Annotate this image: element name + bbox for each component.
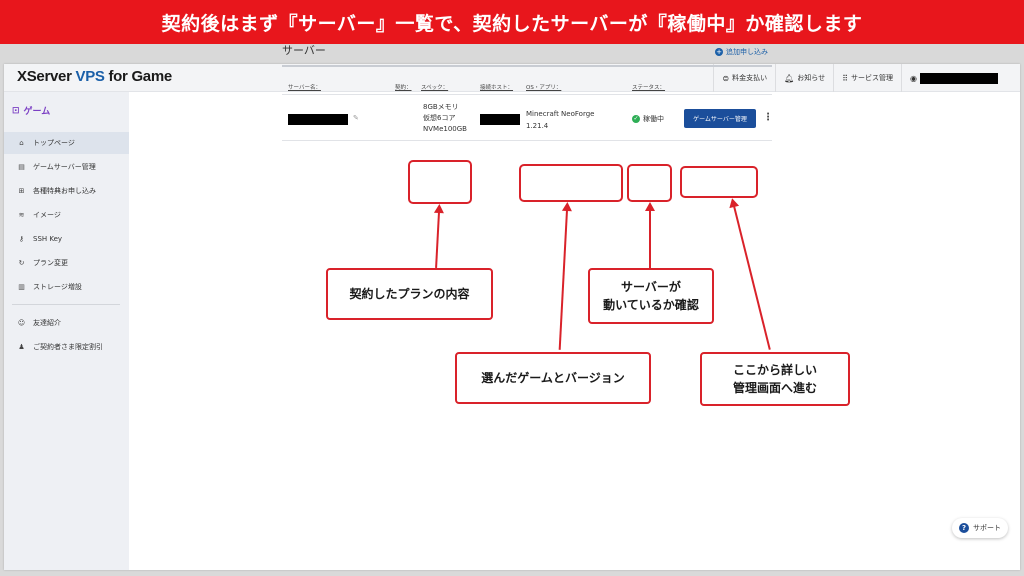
support-label: サポート xyxy=(973,524,1001,532)
home-icon: ⌂ xyxy=(19,139,24,147)
sidebar-item-label: プラン変更 xyxy=(33,259,68,267)
nav-notice-label: お知らせ xyxy=(797,74,826,82)
callout-status: サーバーが 動いているか確認 xyxy=(588,268,714,324)
more-options-icon[interactable]: ⋮ xyxy=(763,112,773,123)
grid-icon: ⠿ xyxy=(842,73,849,83)
spec-disk: NVMe100GB xyxy=(423,125,467,133)
spec-memory: 8GBメモリ xyxy=(423,103,459,111)
sidebar-item-label: 友達紹介 xyxy=(33,319,61,327)
account-name-redacted xyxy=(920,72,998,84)
title-underline xyxy=(282,65,772,67)
column-header-host[interactable]: 接続ホスト： xyxy=(480,85,514,91)
sidebar-divider xyxy=(12,304,120,305)
server-icon: ▤ xyxy=(18,163,25,171)
plus-icon: + xyxy=(715,48,723,56)
sidebar-item-label: トップページ xyxy=(33,139,75,147)
app-logo[interactable]: XServer VPS for Game xyxy=(17,68,172,85)
sidebar-item-game-server[interactable]: ▤ ゲームサーバー管理 xyxy=(4,156,129,178)
pencil-icon[interactable]: ✎ xyxy=(353,114,359,122)
storage-icon: ▥ xyxy=(18,283,25,291)
logo-main: XServer xyxy=(17,68,76,85)
sidebar-header-label: ゲーム xyxy=(23,107,51,117)
os-app-cell: Minecraft NeoForge 1.21.4 xyxy=(526,110,595,130)
logo-vps: VPS xyxy=(75,68,105,85)
sidebar-item-label: ストレージ増設 xyxy=(33,283,82,291)
column-header-spec[interactable]: スペック： xyxy=(421,85,449,91)
layers-icon: ≋ xyxy=(18,211,25,219)
gift-icon: ⊞ xyxy=(18,187,25,195)
highlight-manage-button xyxy=(680,166,758,198)
person-icon: ☺ xyxy=(17,319,26,327)
highlight-os-app xyxy=(519,164,623,202)
sidebar-item-label: SSH Key xyxy=(33,235,63,243)
sidebar-item-plan-change[interactable]: ↻ プラン変更 xyxy=(4,252,129,274)
add-application-label: 追加申し込み xyxy=(726,48,768,56)
host-redacted xyxy=(480,114,520,125)
sidebar-header[interactable]: ⊡ゲーム xyxy=(12,104,51,118)
highlight-spec xyxy=(408,160,472,204)
column-header-contract[interactable]: 契約： xyxy=(395,85,412,91)
spec-cpu: 仮想6コア xyxy=(423,114,456,122)
key-icon: ⚷ xyxy=(18,235,25,243)
nav-account[interactable]: ◉ xyxy=(901,64,1006,92)
sidebar-item-label: ご契約者さま限定割引 xyxy=(33,343,103,351)
gamepad-icon: ⊡ xyxy=(12,105,20,116)
add-application-link[interactable]: +追加申し込み xyxy=(715,47,768,57)
banner-title: 契約後はまず『サーバー』一覧で、契約したサーバーが『稼働中』か確認します xyxy=(0,0,1024,44)
bell-icon: 🔔︎ xyxy=(784,73,795,83)
table-row-divider xyxy=(282,94,772,95)
refresh-icon: ↻ xyxy=(18,259,25,267)
sidebar-item-image[interactable]: ≋ イメージ xyxy=(4,204,129,226)
status-badge: ✓稼働中 xyxy=(632,114,664,124)
sidebar-item-label: 各種特典お申し込み xyxy=(33,187,96,195)
sidebar-item-ssh-key[interactable]: ⚷ SSH Key xyxy=(4,228,129,250)
callout-status-line2: 動いているか確認 xyxy=(603,298,699,312)
sidebar-item-top[interactable]: ⌂ トップページ xyxy=(4,132,129,154)
table-row-divider xyxy=(282,140,772,141)
game-server-manage-button[interactable]: ゲームサーバー管理 xyxy=(684,109,756,128)
spec-cell: 8GBメモリ 仮想6コア NVMe100GB xyxy=(423,102,467,135)
top-bar: XServer VPS for Game ⊜料金支払い 🔔︎お知らせ ⠿サービス… xyxy=(4,64,1020,92)
column-header-server-name[interactable]: サーバー名： xyxy=(288,85,321,91)
sidebar-item-label: イメージ xyxy=(33,211,61,219)
question-icon: ? xyxy=(959,523,969,533)
server-panel: サーバー +追加申し込み サーバー名： 契約： スペック： 接続ホスト： OS・… xyxy=(282,42,773,141)
person-badge-icon: ♟ xyxy=(18,343,25,351)
top-nav: ⊜料金支払い 🔔︎お知らせ ⠿サービス管理 ◉ xyxy=(713,64,1006,92)
app-window: XServer VPS for Game ⊜料金支払い 🔔︎お知らせ ⠿サービス… xyxy=(4,64,1020,570)
logo-tail: for Game xyxy=(104,68,172,85)
page-title: サーバー xyxy=(282,44,326,57)
nav-service-label: サービス管理 xyxy=(851,74,894,82)
callout-manage: ここから詳しい 管理画面へ進む xyxy=(700,352,850,406)
callout-manage-line1: ここから詳しい xyxy=(732,363,817,377)
nav-payment-label: 料金支払い xyxy=(732,74,768,82)
nav-notice[interactable]: 🔔︎お知らせ xyxy=(775,64,833,92)
callout-game: 選んだゲームとバージョン xyxy=(455,352,651,404)
support-button[interactable]: ? サポート xyxy=(952,518,1008,538)
sidebar-item-referral[interactable]: ☺ 友達紹介 xyxy=(4,312,129,334)
sidebar-item-label: ゲームサーバー管理 xyxy=(33,163,96,171)
server-name-redacted xyxy=(288,114,348,125)
sidebar-item-benefits[interactable]: ⊞ 各種特典お申し込み xyxy=(4,180,129,202)
column-header-os-app[interactable]: OS・アプリ： xyxy=(526,85,562,91)
sidebar: ⊡ゲーム ⌂ トップページ ▤ ゲームサーバー管理 ⊞ 各種特典お申し込み ≋ イメージ… xyxy=(4,92,129,570)
sidebar-item-storage[interactable]: ▥ ストレージ増設 xyxy=(4,276,129,298)
sidebar-item-discount[interactable]: ♟ ご契約者さま限定割引 xyxy=(4,336,129,358)
status-label: 稼働中 xyxy=(643,115,664,123)
check-circle-icon: ✓ xyxy=(632,115,640,123)
yen-icon: ⊜ xyxy=(722,73,730,83)
callout-plan: 契約したプランの内容 xyxy=(326,268,493,320)
nav-service[interactable]: ⠿サービス管理 xyxy=(833,64,901,92)
arrow-to-status xyxy=(645,202,655,268)
callout-status-line1: サーバーが xyxy=(621,280,681,294)
nav-payment[interactable]: ⊜料金支払い xyxy=(713,64,775,92)
column-header-status[interactable]: ステータス： xyxy=(632,85,666,91)
user-icon: ◉ xyxy=(910,73,917,83)
callout-manage-line2: 管理画面へ進む xyxy=(732,381,817,395)
highlight-status xyxy=(627,164,672,202)
